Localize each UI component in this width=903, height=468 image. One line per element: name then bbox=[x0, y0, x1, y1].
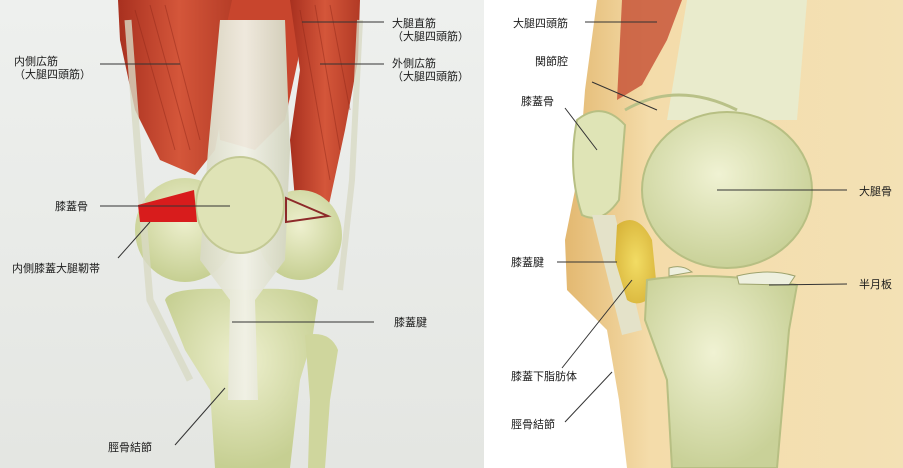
anterior-knee-illustration: 内側広筋（大腿四頭筋） 大腿直筋（大腿四頭筋） 外側広筋（大腿四頭筋） 膝蓋骨 … bbox=[0, 0, 484, 468]
sagittal-knee-illustration: 大腿四頭筋 関節腔 膝蓋骨 大腿骨 膝蓋腱 半月板 膝蓋下脂肪体 脛骨結節 bbox=[507, 0, 903, 468]
label-quadriceps: 大腿四頭筋 bbox=[513, 17, 568, 30]
label-vastus-lateralis: 外側広筋（大腿四頭筋） bbox=[392, 57, 469, 83]
label-infrapatellar-fat-pad: 膝蓋下脂肪体 bbox=[511, 370, 577, 383]
meniscus bbox=[737, 272, 795, 285]
label-rectus-femoris: 大腿直筋（大腿四頭筋） bbox=[392, 17, 469, 43]
label-meniscus: 半月板 bbox=[859, 278, 892, 291]
label-joint-cavity: 関節腔 bbox=[535, 55, 568, 68]
label-patella: 膝蓋骨 bbox=[521, 95, 554, 108]
sagittal-knee-artwork bbox=[507, 0, 903, 468]
patella-bone bbox=[573, 111, 625, 218]
panel-divider bbox=[484, 0, 507, 468]
label-femur: 大腿骨 bbox=[859, 185, 892, 198]
label-patella: 膝蓋骨 bbox=[55, 200, 88, 213]
femur-shaft bbox=[667, 0, 807, 120]
label-tibial-tuberosity: 脛骨結節 bbox=[108, 441, 152, 454]
label-patellar-tendon: 膝蓋腱 bbox=[511, 256, 544, 269]
label-mpfl: 内側膝蓋大腿靭帯 bbox=[12, 262, 100, 275]
label-patellar-tendon: 膝蓋腱 bbox=[394, 316, 427, 329]
label-vastus-medialis: 内側広筋（大腿四頭筋） bbox=[14, 55, 91, 81]
patella-bone bbox=[196, 157, 284, 253]
label-tibial-tuberosity: 脛骨結節 bbox=[511, 418, 555, 431]
